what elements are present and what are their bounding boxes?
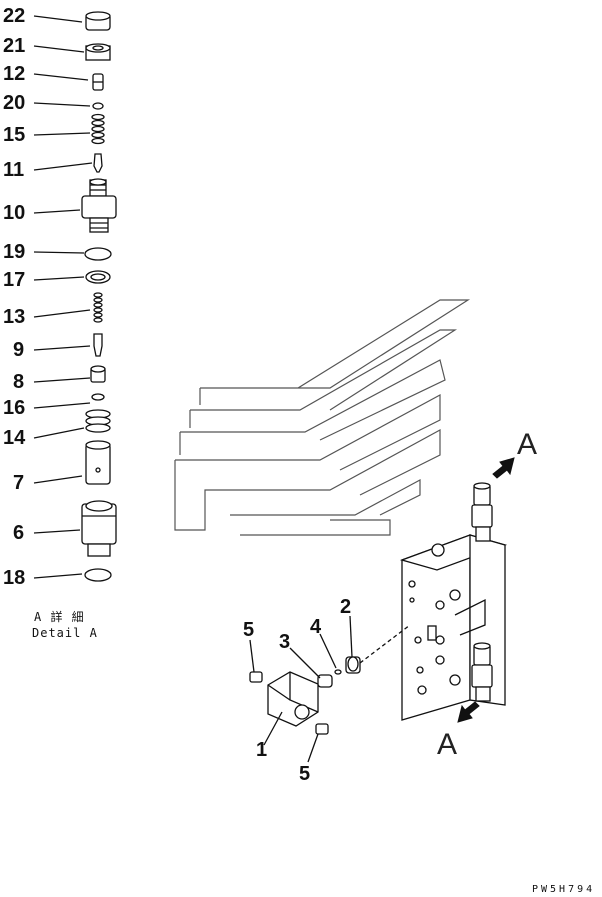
part-number-16: 16 [3, 397, 26, 419]
part-number-1: 1 [256, 739, 268, 761]
detail-leaders [33, 15, 93, 579]
part-number-5-lower: 5 [299, 763, 311, 785]
part-number-21: 21 [3, 35, 26, 57]
part-number-13: 13 [3, 306, 26, 328]
part-number-18: 18 [3, 567, 26, 589]
detail-caption-jp: A 詳 細 [34, 610, 85, 624]
part-number-15: 15 [3, 124, 26, 146]
part-number-4: 4 [310, 616, 322, 638]
part-number-6: 6 [13, 522, 25, 544]
drawing-code: PW5H794 [532, 884, 596, 895]
view-label-a-top: A [517, 428, 538, 461]
logo-watermark [174, 299, 471, 536]
control-valve-block [399, 482, 508, 721]
part-number-2: 2 [340, 596, 352, 618]
part-number-20: 20 [3, 92, 26, 114]
view-label-a-bottom: A [437, 728, 458, 761]
detail-caption-en: Detail A [32, 626, 98, 640]
part-number-8: 8 [13, 371, 25, 393]
view-arrow-bottom [457, 701, 480, 723]
part-number-9: 9 [13, 339, 25, 361]
part-number-5-upper: 5 [243, 619, 255, 641]
view-arrow-top [492, 457, 515, 479]
detail-part-shapes [81, 11, 117, 582]
part-number-12: 12 [3, 63, 26, 85]
part-number-14: 14 [3, 427, 26, 449]
part-number-19: 19 [3, 241, 26, 263]
part-number-7: 7 [13, 472, 25, 494]
part-number-3: 3 [279, 631, 291, 653]
cover-assembly [249, 624, 411, 735]
assembly-leaders [249, 615, 353, 763]
part-number-22: 22 [3, 5, 26, 27]
part-number-11: 11 [3, 159, 25, 181]
part-number-10: 10 [3, 202, 26, 224]
part-number-17: 17 [3, 269, 26, 291]
